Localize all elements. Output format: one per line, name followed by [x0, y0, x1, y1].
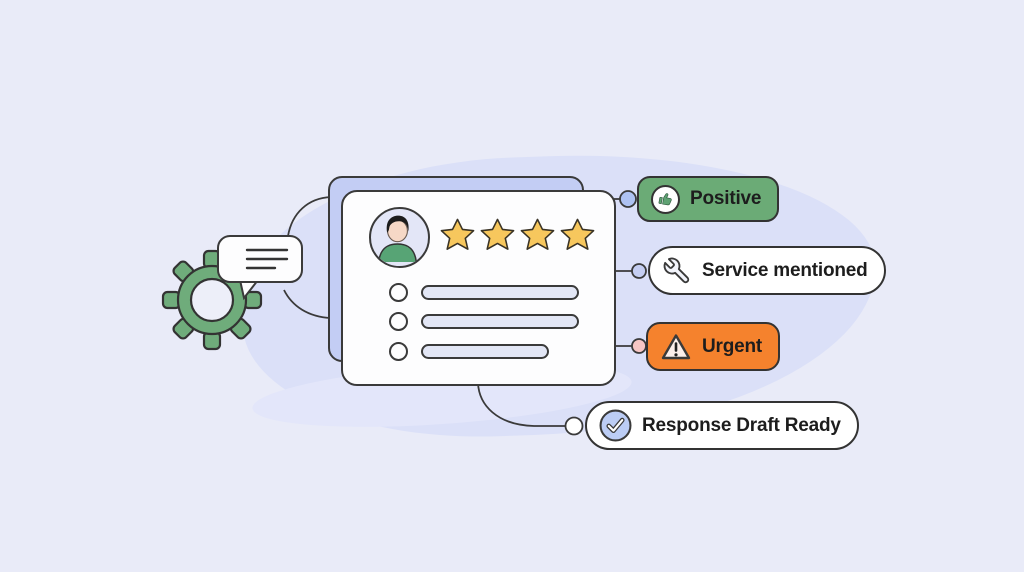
star-rating [438, 214, 597, 256]
person-icon [377, 215, 418, 262]
avatar [369, 207, 430, 268]
warning-triangle-icon [661, 333, 691, 359]
tag-positive: Positive [637, 176, 780, 222]
review-text-row [389, 283, 579, 302]
connector-dot-urgent [631, 338, 647, 354]
tag-label: Service mentioned [702, 259, 868, 281]
tag-label: Response Draft Ready [642, 414, 841, 436]
row-bullet [389, 342, 408, 361]
bubble-card-connector-top [287, 196, 332, 237]
thumbs-up-icon [651, 184, 680, 214]
speech-bubble-text-lines [245, 248, 289, 270]
tag-label: Positive [690, 188, 762, 209]
connector-dot-response [564, 416, 584, 436]
tag-urgent: Urgent [646, 322, 781, 371]
check-circle-icon [599, 409, 632, 442]
text-placeholder-bar [421, 314, 579, 329]
star-icon [480, 218, 515, 250]
star-icon [560, 218, 595, 250]
text-placeholder-bar [421, 285, 579, 300]
tag-response-draft-ready: Response Draft Ready [585, 401, 859, 450]
tag-label: Urgent [702, 335, 763, 357]
tag-service-mentioned: Service mentioned [648, 246, 886, 295]
speech-bubble-icon [217, 235, 303, 301]
row-bullet [389, 283, 408, 302]
star-icon [440, 218, 475, 250]
text-placeholder-bar [421, 344, 549, 359]
review-text-row [389, 342, 549, 361]
review-text-row [389, 312, 579, 331]
bubble-card-connector-bottom [283, 289, 332, 319]
review-card [341, 190, 616, 386]
wrench-icon [663, 257, 690, 283]
star-icon [520, 218, 555, 250]
connector-response [477, 382, 565, 427]
connector-dot-positive [619, 190, 637, 208]
connector-dot-service [631, 263, 647, 279]
row-bullet [389, 312, 408, 331]
